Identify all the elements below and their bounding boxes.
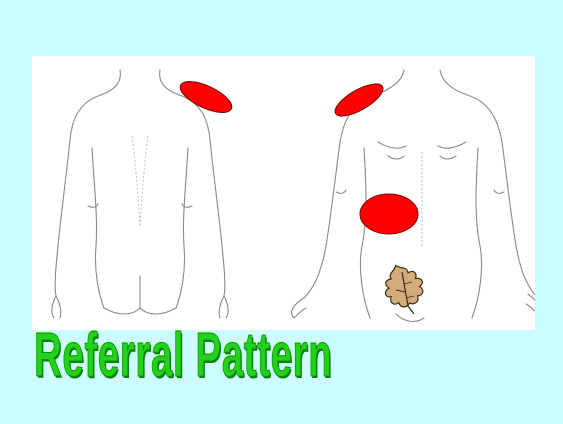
slide-title: Referral Pattern (34, 325, 332, 387)
abdomen-pain-area (360, 194, 418, 234)
oak-leaf-icon (378, 259, 429, 314)
illustration-panel (32, 56, 535, 330)
body-diagram (32, 56, 535, 330)
front-left-shoulder-pain-area (331, 78, 388, 122)
